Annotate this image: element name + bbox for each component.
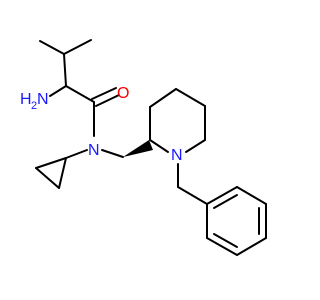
bond-phenyl-2 <box>236 186 267 205</box>
bond-phenyl-inner-3 <box>213 233 238 248</box>
benzyl-group <box>177 163 267 256</box>
bond-cyclopropyl-b <box>35 167 60 189</box>
amine-h-subscript: 2 <box>31 100 37 112</box>
bond-methyl-left <box>39 40 65 55</box>
bond-amide-n-ch2 <box>101 149 124 158</box>
methylene-linker <box>101 140 153 158</box>
bond-methyl-right <box>63 39 92 55</box>
bond-ring-c3-c4 <box>149 88 177 108</box>
bond-carbonyl-o-1 <box>91 87 117 100</box>
bond-ring-n-c2 <box>149 139 169 153</box>
bond-phenyl-inner-1 <box>213 194 238 209</box>
bond-ch2-phenyl <box>177 186 208 205</box>
bond-phenyl-5 <box>206 237 238 256</box>
amide-n-label: N <box>88 142 100 159</box>
bond-cyclopropyl-a <box>35 157 67 169</box>
bond-carbonyl-o-2 <box>95 94 120 107</box>
bond-ring-c6-n <box>185 139 206 153</box>
bond-ring-c4-c5 <box>175 88 206 107</box>
bond-alpha-amine <box>49 85 67 97</box>
molecule-structure: H 2 N O N N <box>20 39 267 256</box>
bond-alpha-carbonyl <box>65 85 95 103</box>
valine-core <box>49 85 120 137</box>
bond-cyclopropyl-c <box>58 157 67 189</box>
piperidine-n-label: N <box>171 147 183 164</box>
cyclopropyl-group <box>35 149 88 189</box>
stereo-hash-bond <box>123 140 153 157</box>
bond-amide-n-cyclopropyl <box>65 149 88 159</box>
amine-h-label: H <box>20 91 32 108</box>
piperidine-ring <box>149 88 206 153</box>
bond-phenyl-4 <box>236 237 267 256</box>
carbonyl-o-label: O <box>117 85 129 102</box>
bond-isopropyl-alpha <box>63 53 67 87</box>
bond-phenyl-1 <box>206 186 238 205</box>
isopropyl-group <box>39 39 92 87</box>
amine-n-label: N <box>37 91 49 108</box>
